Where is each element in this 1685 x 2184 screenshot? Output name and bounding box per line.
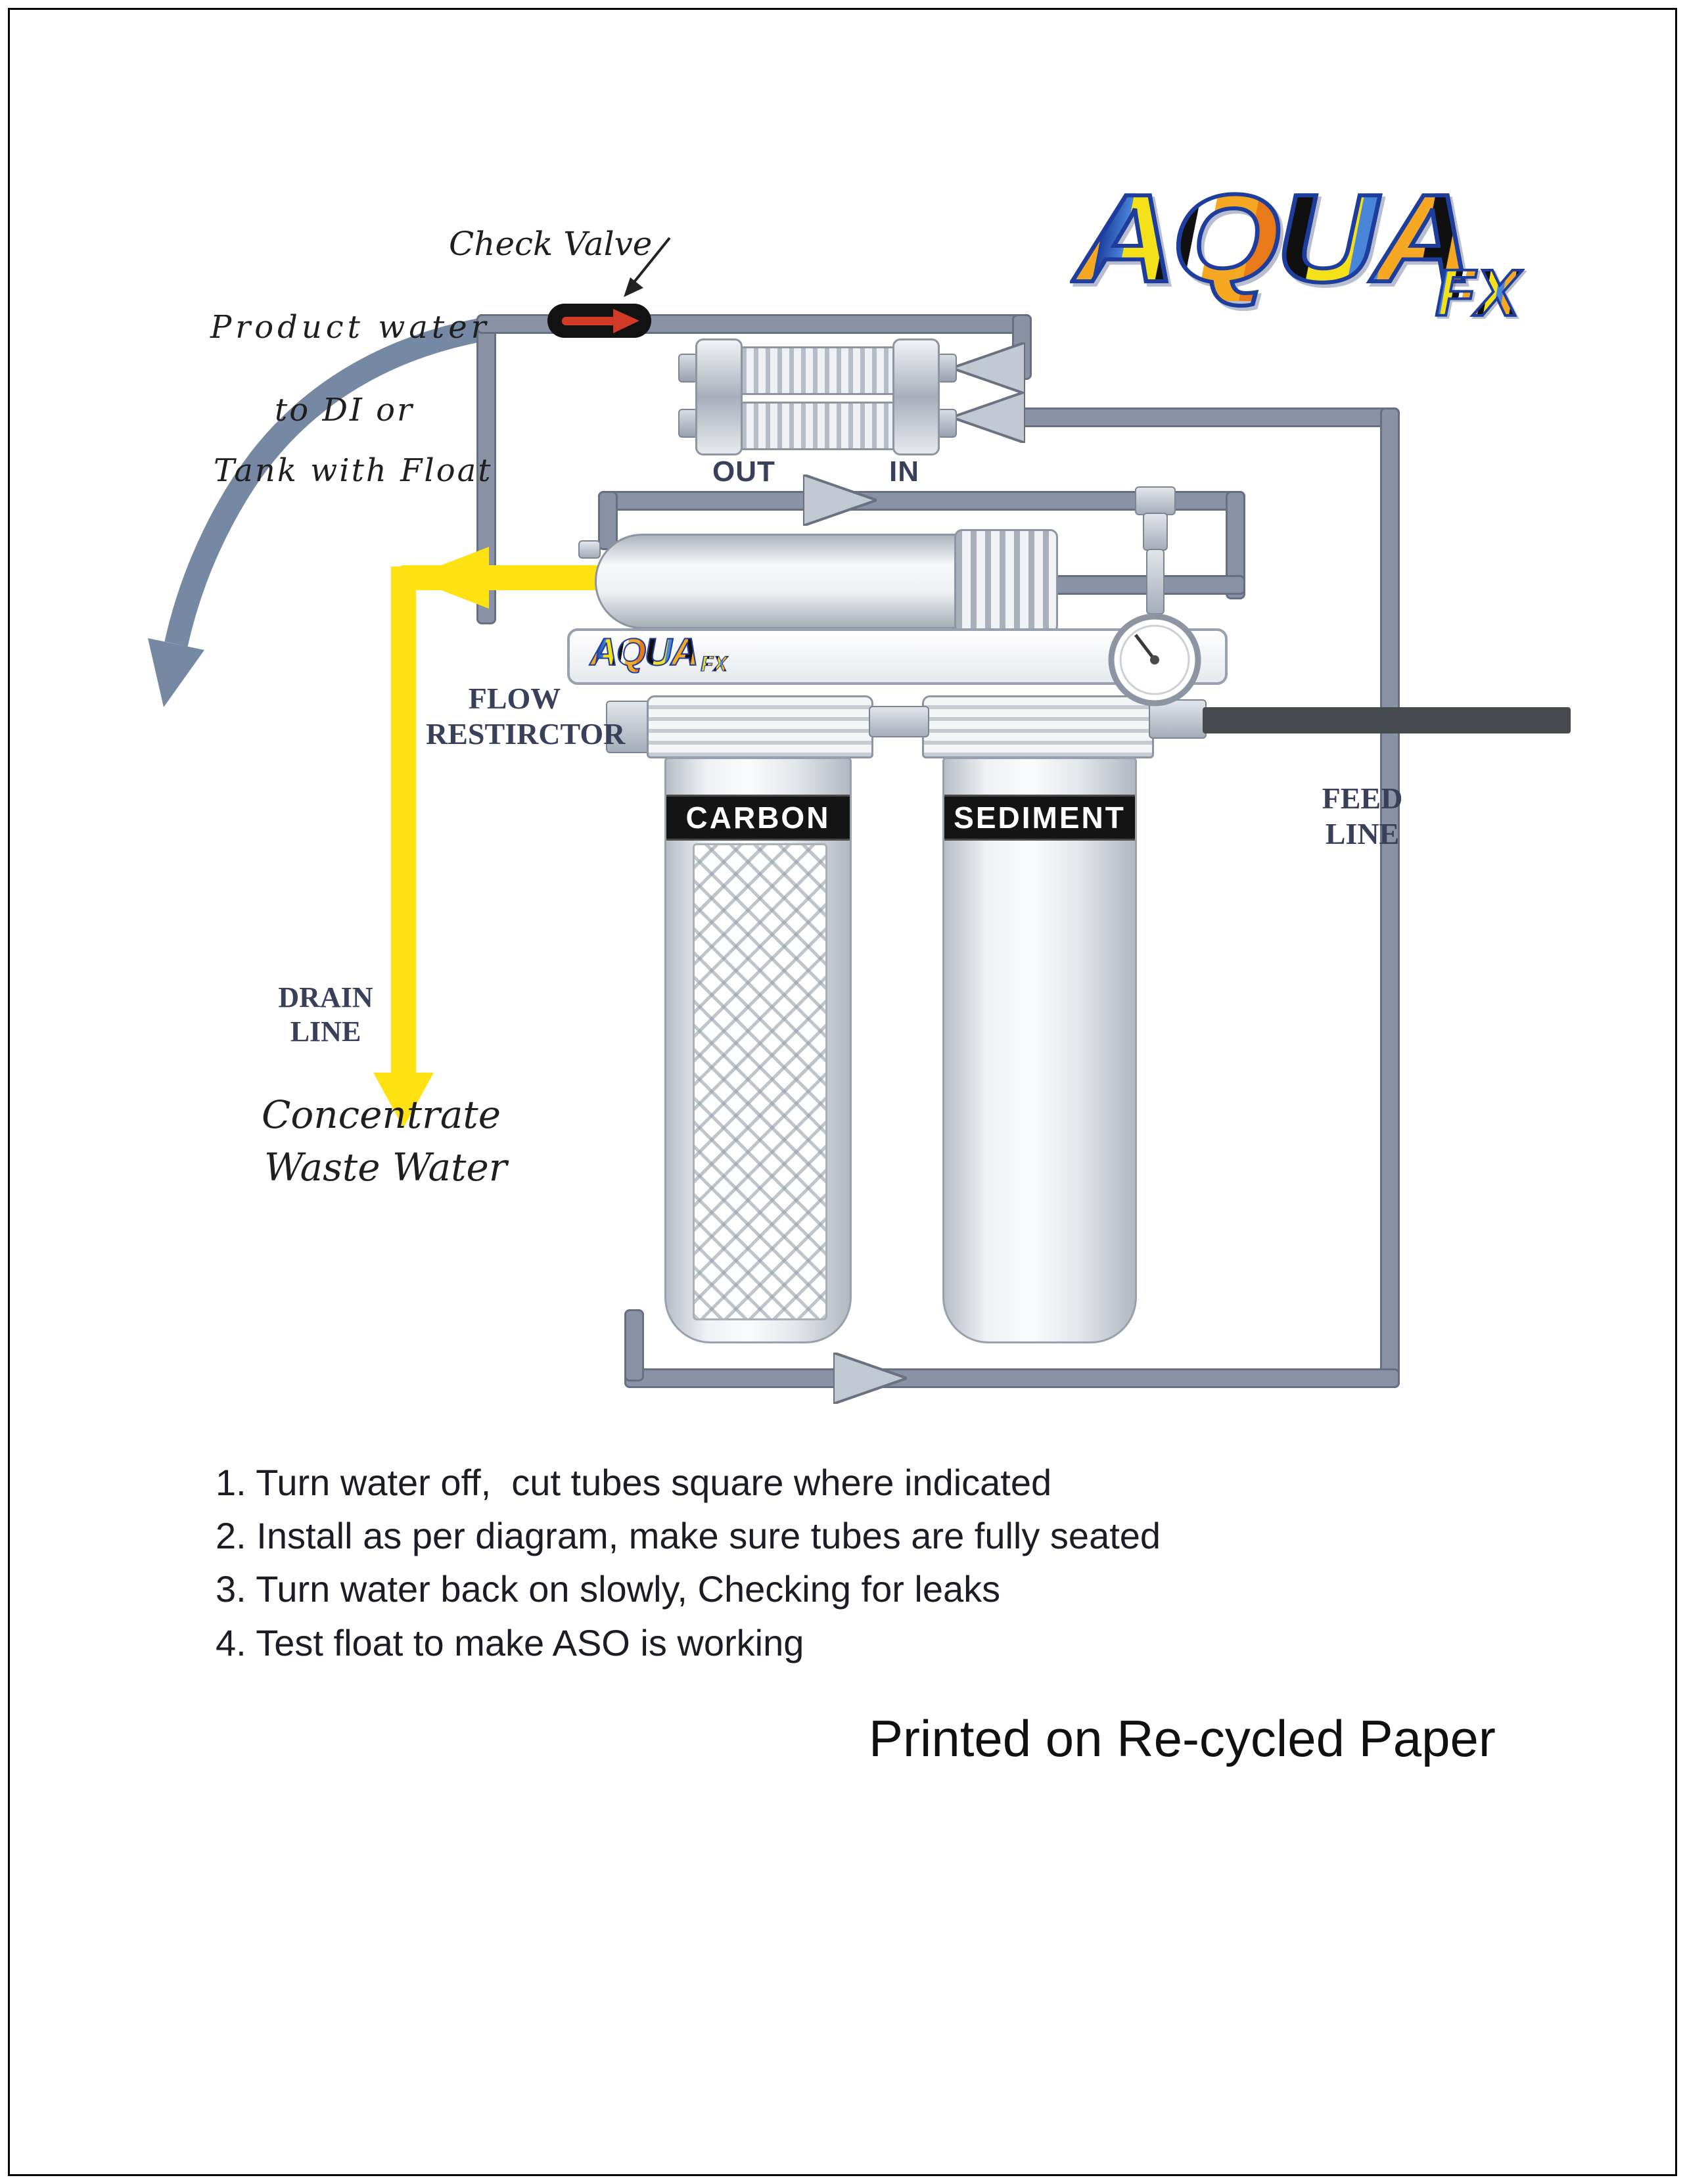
tee-fitting-stub	[1143, 513, 1168, 551]
instruction-line-4: 4. Test float to make ASO is working	[216, 1621, 804, 1663]
flow-restrictor-label-line1: FLOW	[468, 682, 561, 715]
carbon-filter-label: CARBON	[685, 801, 831, 835]
di-cartridge-tube-top	[716, 346, 913, 395]
sediment-filter-label-band: SEDIMENT	[944, 795, 1135, 841]
di-cartridge-left-cap	[695, 338, 743, 455]
pipe-right-vertical	[1380, 407, 1400, 1388]
check-valve-flow-arrow-icon	[562, 309, 639, 333]
aquafx-logo: AQUA FX	[1073, 169, 1548, 340]
flow-arrow-bottom-right-icon	[833, 1353, 907, 1404]
carbon-filter-cap	[647, 695, 873, 758]
cap-connector-fitting	[869, 706, 929, 737]
check-valve-pointer-icon	[624, 237, 671, 297]
footer-text: Printed on Re-cycled Paper	[869, 1709, 1496, 1767]
tee-fitting-collar	[1135, 486, 1176, 515]
concentrate-label-line1: Concentrate	[262, 1092, 501, 1137]
carbon-cartridge-pattern	[693, 843, 827, 1320]
feed-line-label-line2: LINE	[1325, 817, 1400, 851]
carbon-filter-body: CARBON	[664, 757, 852, 1343]
sediment-filter-body: SEDIMENT	[942, 757, 1137, 1343]
product-water-label-line3: Tank with Float	[214, 452, 493, 489]
instructions-list: 1. Turn water off, cut tubes square wher…	[216, 1460, 1161, 1674]
membrane-port-top	[578, 540, 601, 559]
pipe-di-in-horizontal	[1020, 407, 1400, 427]
drain-line-label-line2: LINE	[290, 1015, 361, 1048]
flow-arrow-into-di-bottom-icon	[952, 392, 1025, 443]
bracket-logo-fx-text: FX	[701, 652, 728, 676]
gauge-stem	[1146, 549, 1165, 615]
bracket-logo-aqua-text: AQUA	[589, 631, 699, 674]
di-cartridge-tube-bottom	[716, 402, 913, 450]
di-port-in-top	[937, 354, 957, 383]
flow-restrictor-fitting	[606, 701, 651, 753]
flow-arrow-mid-right-icon	[803, 475, 877, 526]
concentrate-label-line2: Waste Water	[264, 1145, 507, 1190]
feed-line-label-line1: FEED	[1322, 781, 1403, 815]
flow-arrow-into-di-top-icon	[952, 342, 1025, 394]
drain-arrow-left-icon	[409, 547, 489, 609]
product-water-label-line2: to DI or	[275, 392, 414, 429]
di-out-label: OUT	[712, 455, 775, 488]
membrane-housing-body	[595, 534, 963, 629]
di-port-in-bottom	[937, 409, 957, 438]
flow-restrictor-label-line2: RESTIRCTOR	[426, 717, 626, 751]
pipe-bottom-horizontal	[624, 1368, 1400, 1388]
product-water-label-line1: Product water	[210, 309, 490, 346]
feed-line-label: FEED LINE	[1293, 781, 1431, 852]
product-water-arrow	[148, 317, 490, 707]
sediment-filter-label: SEDIMENT	[954, 801, 1126, 835]
pipe-bottom-left-vertical	[624, 1309, 644, 1382]
drain-line-label-line1: DRAIN	[278, 981, 373, 1013]
instruction-line-1: 1. Turn water off, cut tubes square wher…	[216, 1462, 1052, 1503]
membrane-housing-end-cap	[954, 529, 1058, 634]
page-border	[8, 8, 1677, 2176]
pressure-gauge	[1108, 613, 1201, 707]
drain-pipe-vertical	[391, 567, 416, 1078]
check-valve-label: Check Valve	[449, 225, 653, 263]
instruction-line-2: 2. Install as per diagram, make sure tub…	[216, 1515, 1161, 1557]
di-cartridge-right-cap	[892, 338, 940, 455]
drain-line-label: DRAIN LINE	[268, 981, 383, 1049]
feed-line-pipe	[1203, 707, 1571, 733]
bracket-logo: AQUA FX	[589, 631, 761, 680]
pipe-mid-left-elbow	[598, 491, 618, 550]
check-valve	[547, 304, 651, 338]
carbon-filter-label-band: CARBON	[666, 795, 850, 841]
instruction-line-3: 3. Turn water back on slowly, Checking f…	[216, 1568, 1001, 1610]
logo-fx-text: FX	[1434, 256, 1521, 330]
logo-aqua-text: AQUA	[1073, 169, 1476, 308]
di-in-label: IN	[889, 455, 919, 488]
drain-arrow-down-icon	[373, 1073, 434, 1128]
flow-restrictor-label: FLOW RESTIRCTOR	[426, 681, 626, 753]
